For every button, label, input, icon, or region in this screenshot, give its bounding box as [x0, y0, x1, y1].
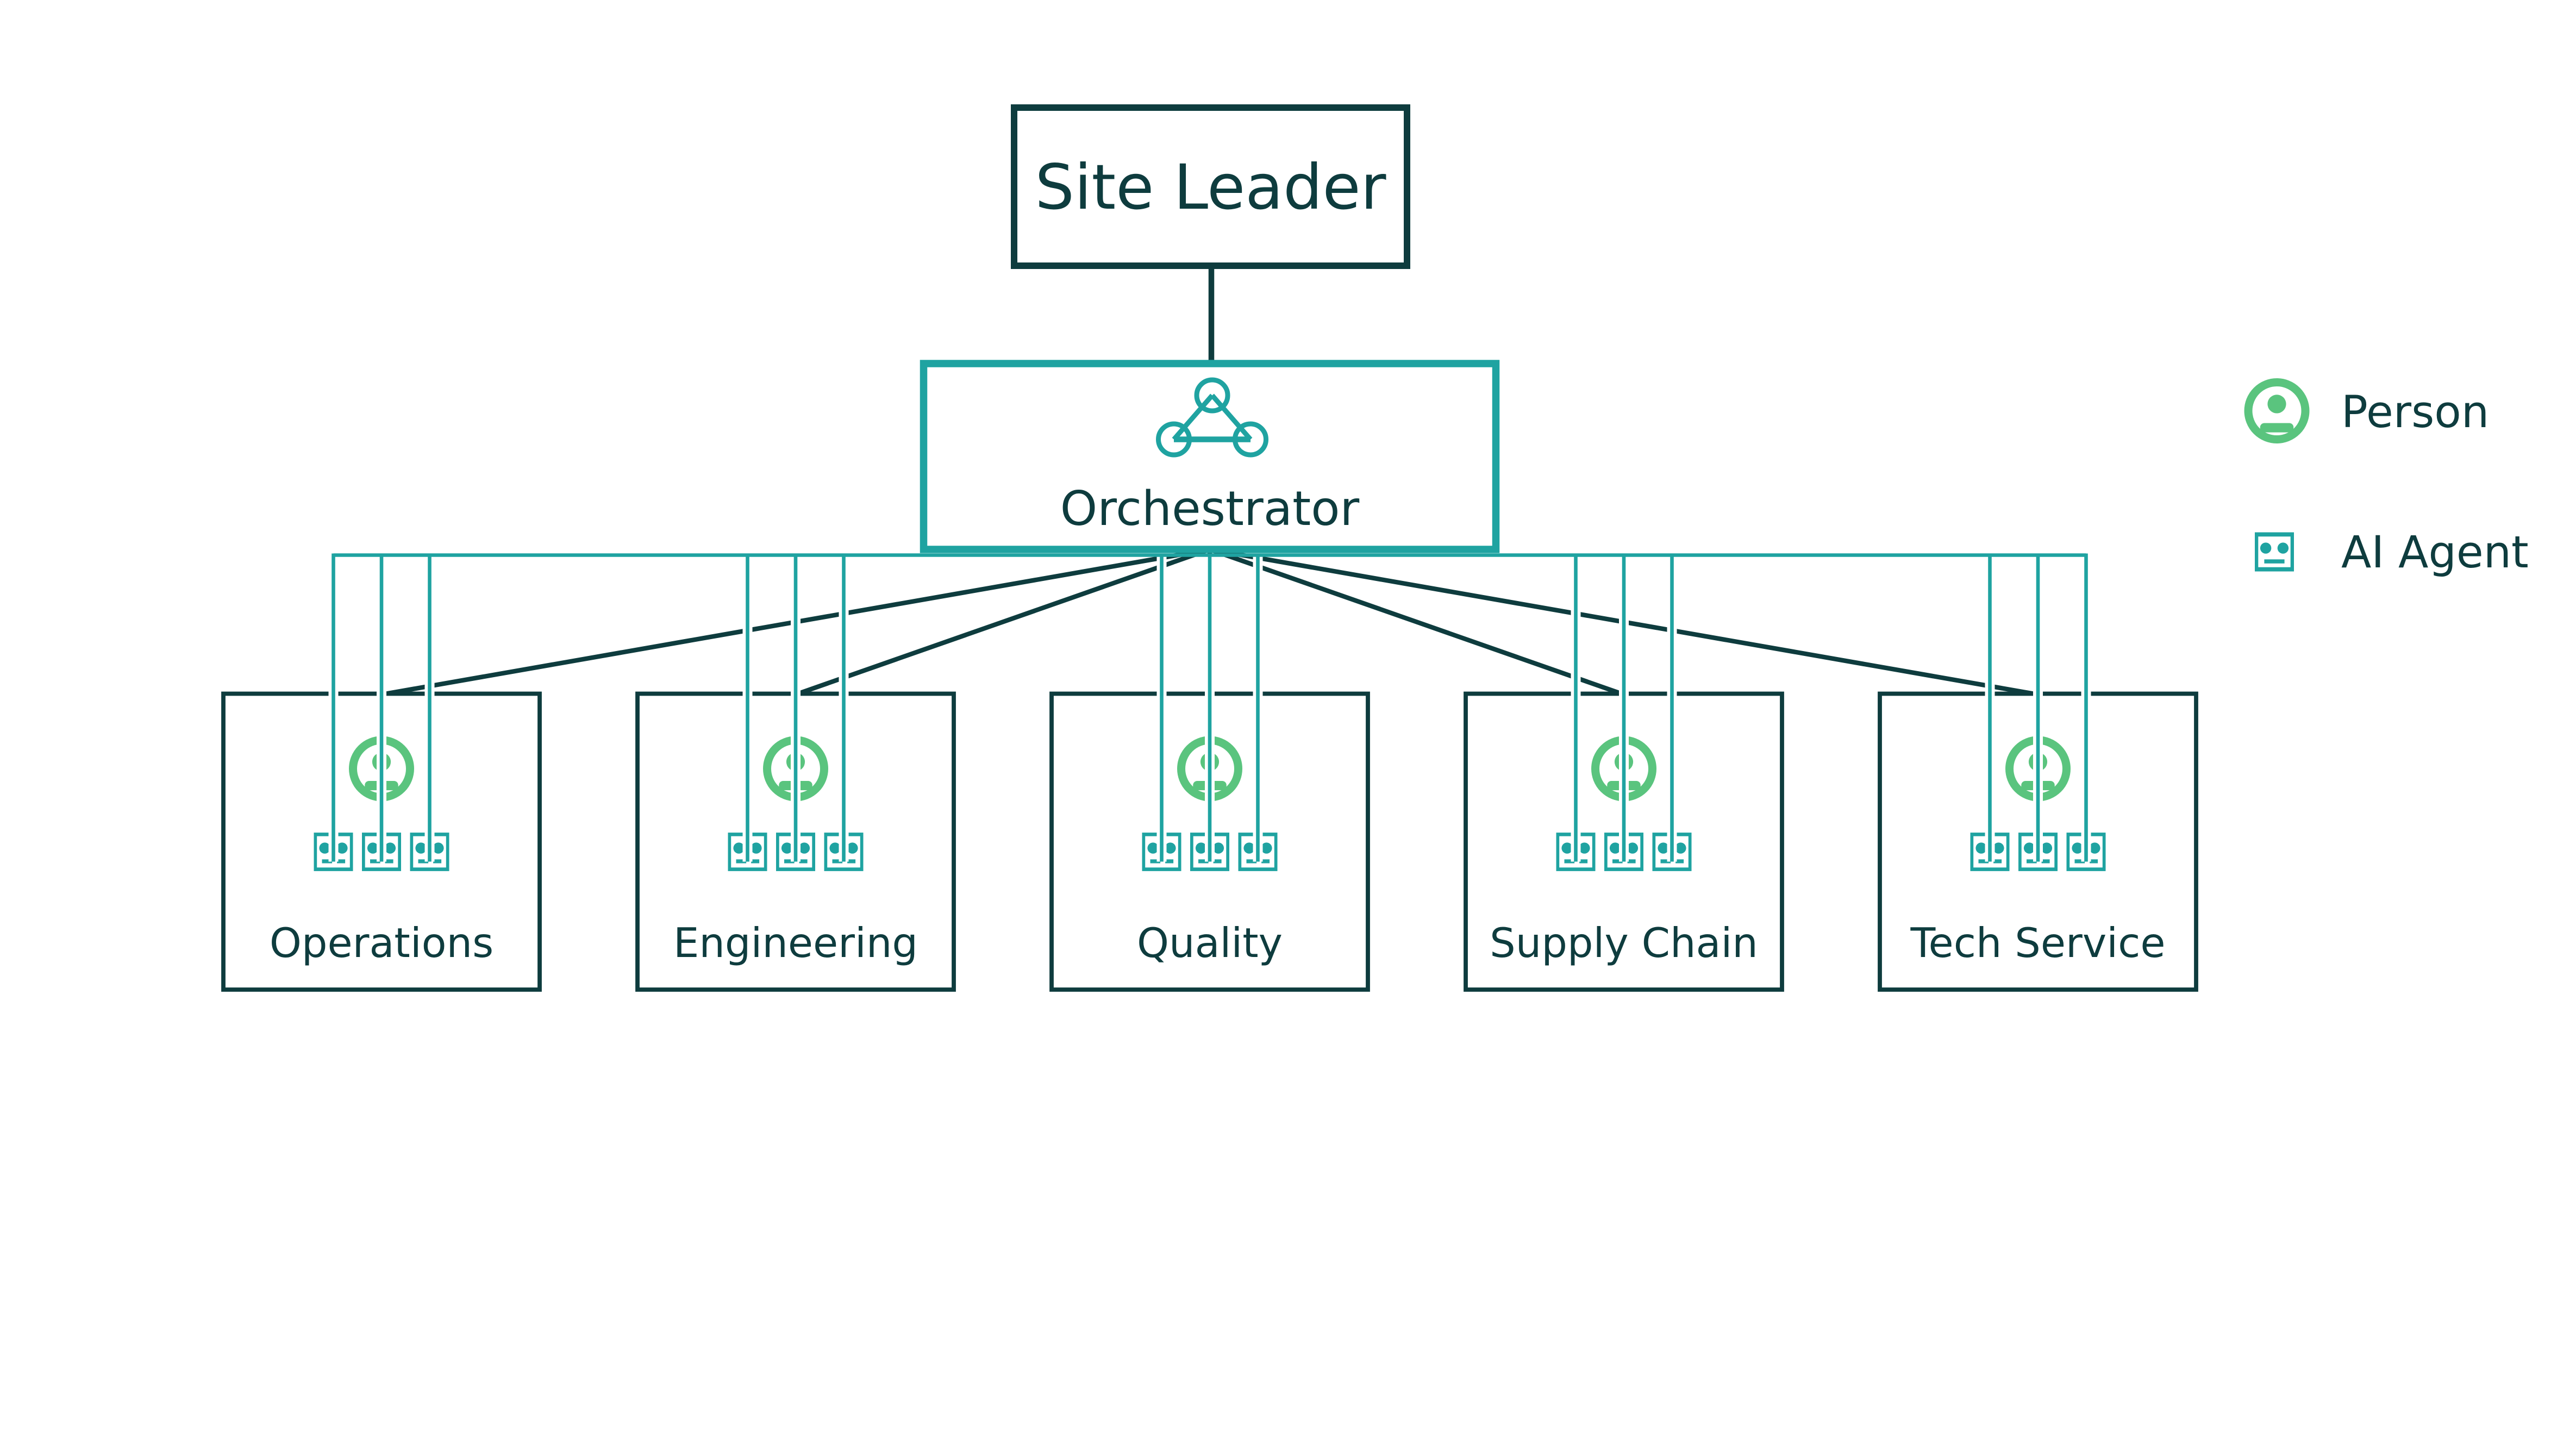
department-label: Engineering [673, 919, 918, 967]
legend-item-ai-agent: AI Agent [2256, 527, 2529, 578]
department-label: Tech Service [1910, 919, 2165, 967]
department-node-operations: Operations [221, 691, 542, 992]
legend-person-label: Person [2341, 387, 2489, 438]
legend: Person AI Agent [2248, 383, 2529, 578]
site-leader-box [1011, 104, 1410, 269]
orchestrator-to-engineering-connector [795, 547, 1211, 697]
department-label: Supply Chain [1490, 919, 1758, 967]
orchestrator-node: Orchestrator [920, 360, 1500, 553]
agent-bus-connectors [328, 553, 2091, 862]
orchestrator-triangle-icon [1156, 377, 1268, 458]
legend-ai-agent-label: AI Agent [2341, 527, 2529, 578]
legend-item-person: Person [2248, 383, 2489, 440]
department-label: Operations [270, 919, 493, 967]
orchestrator-label: Orchestrator [1060, 481, 1360, 536]
department-label: Quality [1137, 919, 1283, 967]
ai-agent-icon [2256, 534, 2292, 569]
orchestrator-to-supply-chain-connector [1209, 547, 1625, 697]
site-leader-node: Site Leader [1011, 104, 1410, 269]
agent-drop-lines [332, 553, 2088, 862]
person-icon [2248, 383, 2305, 440]
site-leader-label: Site Leader [1035, 151, 1386, 223]
